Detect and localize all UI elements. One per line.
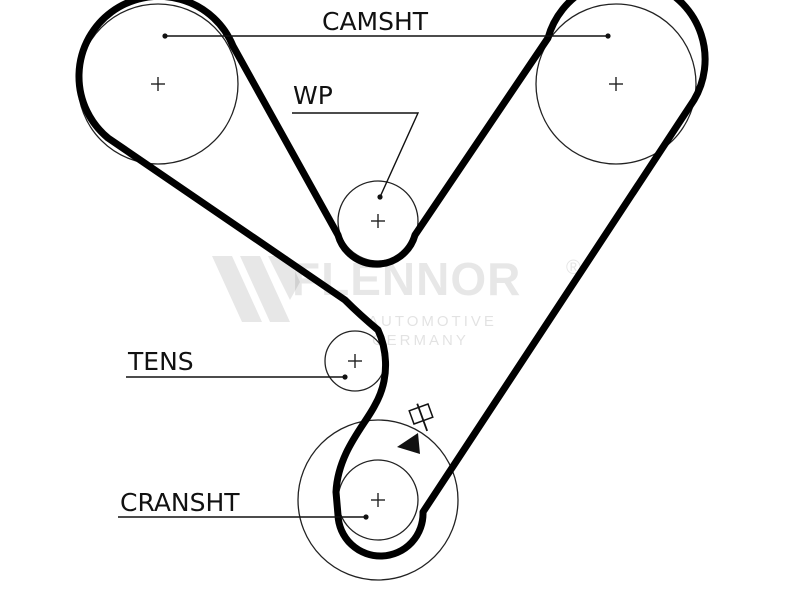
crankshaft-label: CRANSHT bbox=[120, 488, 240, 517]
watermark-brand: FLENNOR bbox=[292, 253, 521, 305]
timing-arrow-icon bbox=[397, 433, 420, 454]
flennor-watermark: FLENNOR ® AUTOMOTIVE GERMANY bbox=[212, 253, 581, 349]
timing-mark-icon bbox=[397, 403, 434, 454]
pulley-center-marks bbox=[151, 77, 623, 507]
flennor-logo-icon bbox=[212, 256, 300, 322]
timing-belt bbox=[75, 0, 709, 560]
crankshaft-outer-disc bbox=[297, 419, 459, 581]
camshaft-right-pulley bbox=[535, 3, 697, 165]
water-pump-label: WP bbox=[293, 81, 333, 110]
camshaft-label: CAMSHT bbox=[322, 7, 429, 36]
watermark-line2: GERMANY bbox=[372, 332, 469, 349]
tensioner-label: TENS bbox=[127, 347, 194, 376]
watermark-line1: AUTOMOTIVE bbox=[368, 313, 497, 330]
leader-lines bbox=[118, 33, 611, 520]
